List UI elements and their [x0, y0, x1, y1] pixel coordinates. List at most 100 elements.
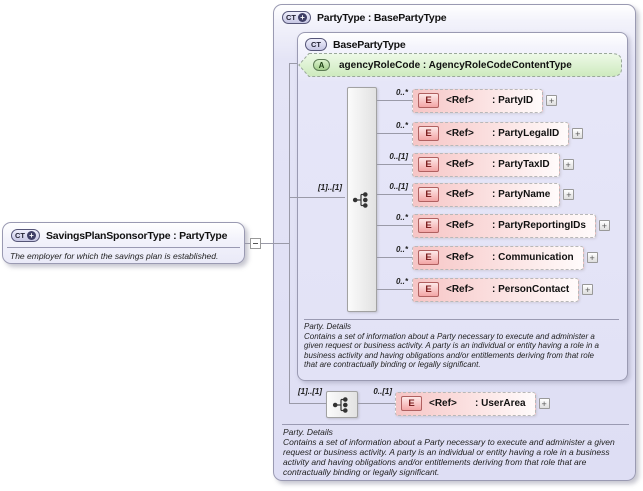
branch-line [377, 164, 412, 165]
user-area-row: E <Ref> : UserArea + [395, 390, 550, 417]
attribute-banner-shape [298, 53, 622, 77]
sequence-group-box[interactable] [326, 391, 358, 418]
branch-line [377, 194, 412, 195]
element-cardinality-label: 0..* [395, 245, 408, 254]
element-name: : PartyReportingIDs [492, 220, 586, 231]
attribute-agency-role-code[interactable]: A agencyRoleCode : AgencyRoleCodeContent… [298, 53, 622, 77]
connector-line [358, 403, 395, 404]
element-icon: E [418, 93, 439, 108]
connector-line [261, 243, 289, 244]
element-name: : PartyID [492, 95, 534, 106]
party-type-annotation: Party. Details Contains a set of informa… [283, 427, 636, 477]
element-ref-label: <Ref> [446, 220, 474, 231]
savings-plan-sponsor-type-box[interactable]: CT + SavingsPlanSponsorType : PartyType … [2, 222, 245, 264]
element-row: 0..* E <Ref> : Communication + [377, 244, 598, 271]
complex-type-icon-label: CT [311, 40, 321, 49]
base-party-type-box[interactable]: CT BasePartyType A agencyRoleCode : Agen [297, 32, 628, 381]
annotation-body: Contains a set of information about a Pa… [283, 437, 615, 477]
type-title: BasePartyType [333, 38, 406, 51]
base-type-annotation: Party. Details Contains a set of informa… [304, 322, 606, 370]
element-row: 0..* E<Ref>: PersonContact+ [377, 276, 594, 303]
element-name: : UserArea [475, 398, 526, 409]
connector-line [290, 197, 345, 198]
connector-line [290, 63, 297, 64]
attribute-content: A agencyRoleCode : AgencyRoleCodeContent… [313, 53, 572, 77]
element-icon: E [418, 126, 439, 141]
element-ref-box[interactable]: E <Ref> : UserArea [395, 391, 536, 416]
expand-button[interactable]: + [562, 159, 574, 170]
element-row: 0..[1]E<Ref>: PartyTaxID+ [377, 151, 574, 178]
element-ref-label: <Ref> [446, 128, 474, 139]
type-annotation: The employer for which the savings plan … [10, 251, 219, 261]
expand-button[interactable]: + [572, 128, 584, 139]
collapse-toggle[interactable] [250, 238, 261, 249]
element-ref-label: <Ref> [446, 189, 474, 200]
complex-type-icon-label: CT [15, 231, 25, 240]
branch-line [377, 100, 412, 101]
element-ref-box[interactable]: E <Ref> : Communication [412, 245, 584, 270]
element-cardinality-label: 0..* [395, 88, 408, 97]
attribute-icon: A [313, 59, 330, 71]
element-cardinality-label: 0..[1] [389, 152, 408, 161]
element-row: 0..* E <Ref> : PartyReportingIDs + [377, 212, 610, 239]
annotation-title: Party. Details [283, 427, 333, 437]
element-name: : PartyTaxID [492, 159, 550, 170]
element-ref-box[interactable]: E <Ref> : PartyName [412, 182, 561, 207]
element-icon: E [418, 218, 439, 233]
header-divider [7, 247, 240, 248]
annotation-divider [304, 319, 619, 320]
type-title: PartyType : BasePartyType [317, 11, 447, 24]
element-ref-box[interactable]: E<Ref>: PersonContact [412, 277, 580, 302]
type-header: CT + PartyType : BasePartyType [274, 5, 635, 24]
branch-line [377, 257, 412, 258]
sequence-group-bar[interactable] [347, 87, 377, 312]
element-ref-box[interactable]: E <Ref> : PartyReportingIDs [412, 213, 596, 238]
element-ref-box[interactable]: E <Ref> : PartyLegalID [412, 121, 570, 146]
element-row: 0..*E<Ref>: PartyLegalID+ [377, 120, 584, 147]
annotation-divider [282, 424, 629, 425]
expand-button[interactable]: + [546, 95, 558, 106]
element-icon: E [418, 250, 439, 265]
expand-button[interactable]: + [598, 220, 610, 231]
element-row: 0..* E <Ref> : PartyID + [377, 87, 558, 114]
type-title: SavingsPlanSponsorType : PartyType [46, 229, 228, 242]
element-icon: E [418, 187, 439, 202]
element-row: 0..[1] E <Ref> : PartyName + [377, 181, 575, 208]
element-cardinality-label: 0..* [395, 277, 408, 286]
element-ref-box[interactable]: E <Ref> : PartyID [412, 88, 544, 113]
attribute-label: agencyRoleCode : AgencyRoleCodeContentTy… [339, 59, 572, 71]
branch-line [377, 133, 412, 134]
element-cardinality-label: 0..[1] [389, 182, 408, 191]
complex-type-icon-label: CT [286, 13, 296, 22]
element-name: : PartyLegalID [492, 128, 560, 139]
element-icon: E [418, 282, 439, 297]
element-ref-label: <Ref> [446, 159, 474, 170]
expand-button[interactable]: + [582, 284, 594, 295]
element-ref-box[interactable]: E<Ref>: PartyTaxID [412, 152, 560, 177]
complex-type-icon: CT + [11, 229, 40, 242]
party-type-box[interactable]: CT + PartyType : BasePartyType CT BasePa… [273, 4, 636, 481]
element-ref-label: <Ref> [446, 252, 474, 263]
branch-line [377, 225, 412, 226]
expand-button[interactable]: + [586, 252, 598, 263]
minus-icon [253, 243, 258, 244]
connector-line [290, 403, 326, 404]
sequence-cardinality-label: [1]..[1] [298, 387, 322, 396]
connector-line [245, 243, 250, 244]
element-name: : PartyName [492, 189, 551, 200]
element-icon: E [401, 396, 422, 411]
sequence-cardinality-label: [1]..[1] [318, 183, 342, 192]
element-ref-label: <Ref> [446, 95, 474, 106]
derivation-badge-icon: + [298, 13, 307, 22]
complex-type-icon: CT [305, 38, 327, 51]
expand-button[interactable]: + [563, 189, 575, 200]
element-name: : Communication [492, 252, 574, 263]
element-cardinality-label: 0..* [395, 213, 408, 222]
expand-button[interactable]: + [538, 398, 550, 409]
element-cardinality-label: 0..[1] [373, 387, 392, 396]
annotation-title: Party. Details [304, 322, 351, 331]
type-header: CT + SavingsPlanSponsorType : PartyType [3, 223, 244, 242]
complex-type-icon: CT + [282, 11, 311, 24]
derivation-badge-icon: + [27, 231, 36, 240]
